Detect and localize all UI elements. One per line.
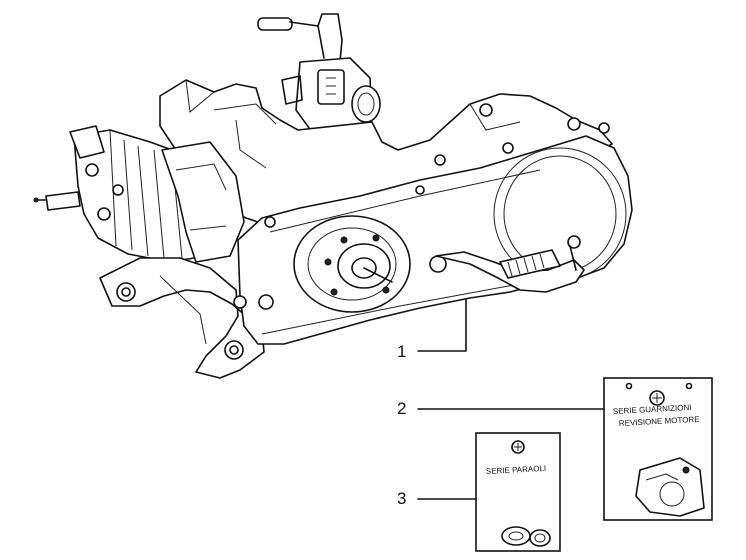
pulley-housing [293, 215, 411, 313]
gasket-kit-package: SERIE GUARNIZIONI REVISIONE MOTORE [603, 377, 713, 521]
callout-3: 3 [397, 489, 477, 508]
oil-seal-kit-label: SERIE PARAOLI [486, 464, 547, 476]
callout-2: 2 [397, 399, 605, 418]
callout-number: 2 [397, 399, 406, 418]
kick-start-lever [429, 235, 585, 293]
engine-mount [99, 257, 265, 379]
carburetor [257, 13, 381, 137]
gasket-kit-label-line2: REVISIONE MOTORE [619, 415, 700, 428]
oil-seal-kit-package: SERIE PARAOLI [475, 432, 561, 552]
spark-plug [33, 191, 81, 211]
callout-number: 1 [397, 342, 406, 361]
callout-1: 1 [397, 299, 467, 361]
cooling-shroud [161, 141, 245, 263]
callout-number: 3 [397, 489, 406, 508]
gasket-kit-label-line1: SERIE GUARNIZIONI [613, 403, 692, 416]
engine-assembly [33, 13, 633, 379]
